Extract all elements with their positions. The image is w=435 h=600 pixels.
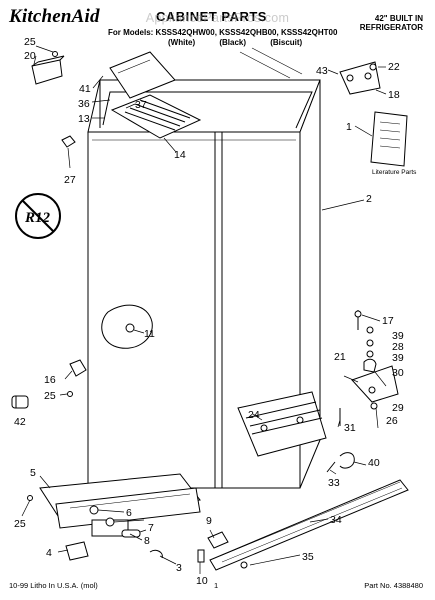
callout-42: 42 — [14, 416, 26, 428]
callout-22: 22 — [388, 61, 400, 73]
callout-2: 2 — [366, 193, 372, 205]
hinge-pin-stack — [354, 310, 377, 373]
callout-5: 5 — [30, 467, 36, 479]
base-plate — [39, 473, 201, 537]
part-42 — [11, 395, 29, 409]
callout-16: 16 — [44, 374, 56, 386]
part-10 — [197, 549, 205, 563]
callout-43: 43 — [316, 65, 328, 77]
callout-39-b: 39 — [392, 352, 404, 364]
footer-litho: 10-99 Litho In U.S.A. (mol) — [9, 581, 98, 590]
page-title: CABINET PARTS — [156, 9, 267, 24]
callout-13: 13 — [78, 113, 90, 125]
callout-25-mid: 25 — [44, 390, 56, 402]
callout-10: 10 — [196, 575, 208, 587]
callout-20: 20 — [24, 50, 36, 62]
literature-label: Literature Parts — [372, 169, 417, 176]
footer-page-number: 1 — [214, 581, 219, 590]
part-40-wire — [339, 452, 355, 469]
callout-24: 24 — [248, 409, 260, 421]
callout-41: 41 — [79, 83, 91, 95]
callout-3: 3 — [176, 562, 182, 574]
model-colors: (White) (Black) (Biscuit) — [168, 38, 303, 47]
callout-17: 17 — [382, 315, 394, 327]
callout-numbers: 25 20 41 36 13 37 14 27 43 22 18 1 2 11 … — [14, 36, 404, 587]
callout-30: 30 — [392, 367, 404, 379]
leader-lines — [21, 45, 387, 574]
callout-40: 40 — [368, 457, 380, 469]
part-35-screw — [240, 561, 248, 569]
part-16 — [69, 359, 87, 377]
side-cutout — [101, 304, 153, 349]
callout-27: 27 — [64, 174, 76, 186]
callout-31: 31 — [344, 422, 356, 434]
callout-39-a: 39 — [392, 330, 404, 342]
callout-35: 35 — [302, 551, 314, 563]
callout-1: 1 — [346, 121, 352, 133]
top-bracket — [109, 51, 176, 99]
literature-pack — [370, 111, 408, 167]
r12-stamp — [15, 193, 61, 239]
top-vent-panel — [110, 94, 202, 139]
callout-36: 36 — [78, 98, 90, 110]
callout-4: 4 — [46, 547, 52, 559]
callout-26: 26 — [386, 415, 398, 427]
part-27-clip — [61, 135, 76, 148]
callout-25-bottom: 25 — [14, 518, 26, 530]
part-9 — [207, 531, 229, 549]
callout-14: 14 — [174, 149, 186, 161]
part-33 — [326, 461, 336, 473]
footer-part-number: Part No. 4388480 — [364, 581, 423, 590]
product-type-line1: 42" BUILT IN — [374, 14, 423, 23]
hinge-bracket-top — [339, 61, 381, 95]
callout-25-top: 25 — [24, 36, 36, 48]
brand-logo: KitchenAid — [9, 6, 100, 27]
callout-33: 33 — [328, 477, 340, 489]
r12-label: R12 — [24, 210, 51, 226]
callout-18: 18 — [388, 89, 400, 101]
callout-7: 7 — [148, 522, 154, 534]
callout-6: 6 — [126, 507, 132, 519]
base-grille-strip — [209, 479, 409, 571]
callout-29: 29 — [392, 402, 404, 414]
part-4 — [65, 541, 89, 561]
callout-8: 8 — [144, 535, 150, 547]
model-list: For Models: KSSS42QHW00, KSSS42QHB00, KS… — [108, 28, 338, 37]
callout-37: 37 — [135, 99, 147, 111]
bottom-housing — [237, 391, 327, 457]
callout-9: 9 — [206, 515, 212, 527]
product-type-line2: REFRIGERATOR — [359, 23, 423, 32]
part-20-box — [31, 55, 65, 85]
callout-28: 28 — [392, 341, 404, 353]
callout-11: 11 — [144, 328, 155, 340]
callout-21: 21 — [334, 351, 346, 363]
lower-hinge-bracket — [339, 365, 399, 426]
callout-34: 34 — [330, 514, 342, 526]
part-3 — [149, 549, 163, 559]
product-type: 42" BUILT IN REFRIGERATOR — [360, 14, 423, 32]
